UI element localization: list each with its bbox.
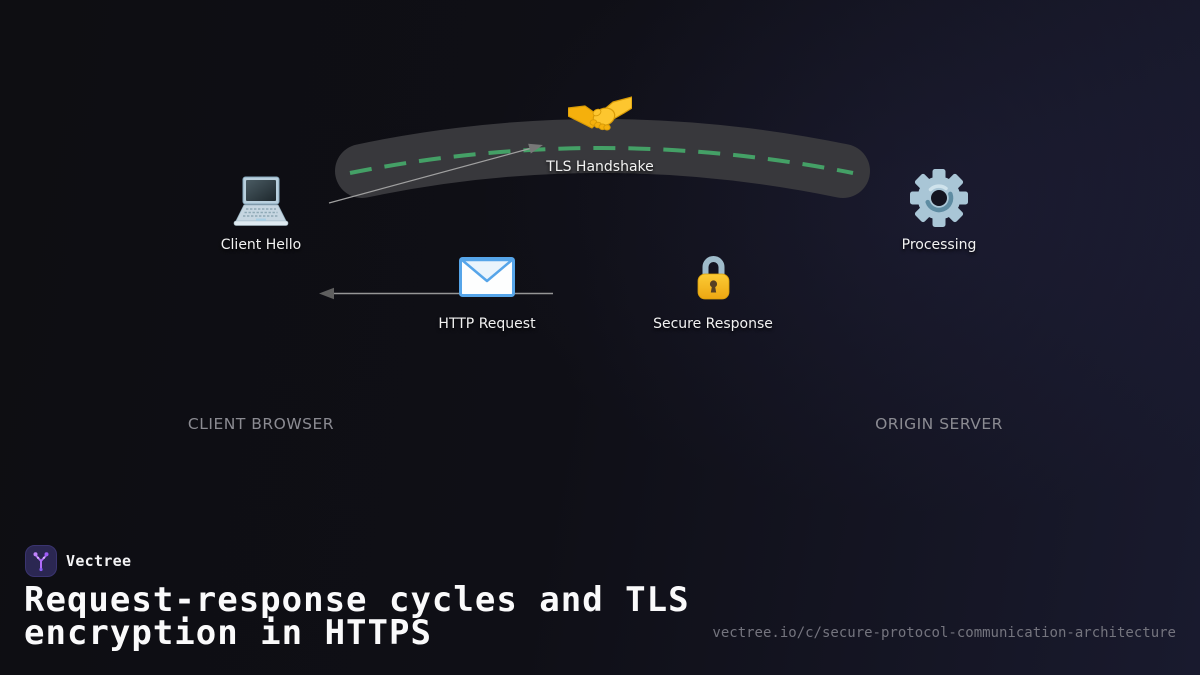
poster-title-line1: Request-response cycles and TLS [24,580,690,620]
handshake-icon [568,96,632,131]
gear-icon [910,169,968,227]
poster-url: vectree.io/c/secure-protocol-communicati… [712,625,1176,641]
lane-label-client-browser: CLIENT BROWSER [187,415,335,433]
laptop-icon [233,176,289,226]
brand-name: Vectree [66,552,132,570]
node-label-processing: Processing [901,237,977,253]
vectree-logo-icon [25,545,57,577]
tls-dashed-route [349,146,854,175]
poster-title-line2: encryption in HTTPS [24,613,432,653]
node-label-client-hello: Client Hello [220,237,302,253]
node-label-secure-response: Secure Response [653,316,773,332]
poster-title: Request-response cycles and TLS encrypti… [24,580,784,653]
node-label-tls-handshake: TLS Handshake [546,159,654,175]
response-arrow [319,287,553,300]
lock-icon [697,256,730,300]
client-to-handshake-arrow [328,143,543,204]
node-label-http-request: HTTP Request [438,316,536,332]
envelope-icon [459,257,515,297]
lane-label-origin-server: ORIGIN SERVER [875,415,1003,433]
